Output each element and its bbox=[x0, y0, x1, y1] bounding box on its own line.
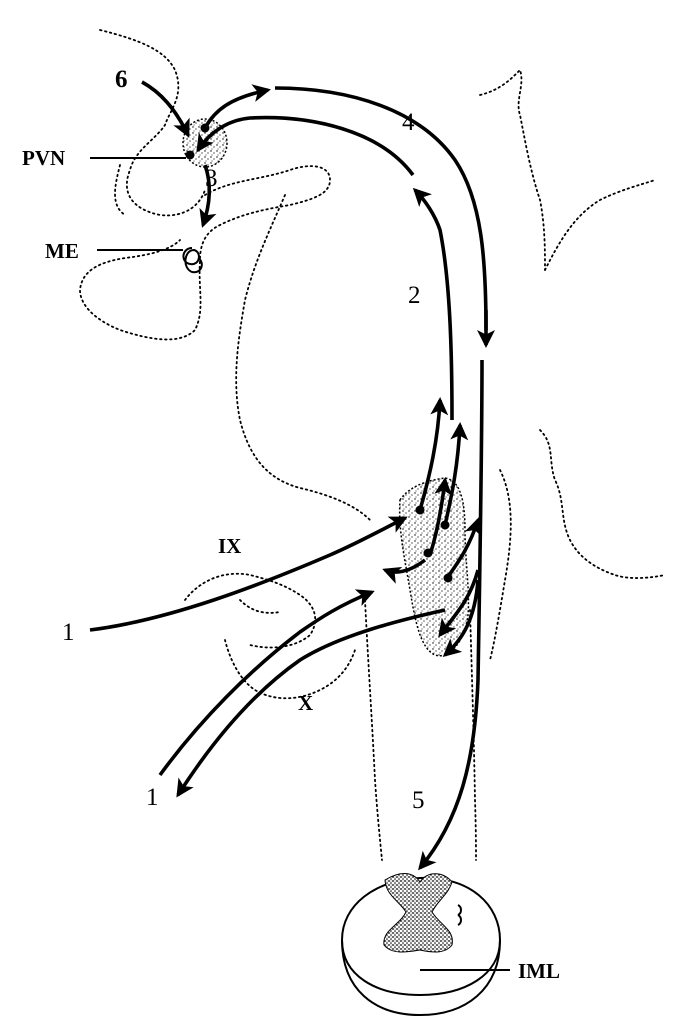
cell-bodies bbox=[185, 123, 453, 583]
pvn-cell bbox=[185, 150, 195, 160]
nts-cell-1 bbox=[415, 505, 425, 515]
label-num-1-upper: 1 bbox=[62, 619, 75, 646]
iml-gray-matter bbox=[383, 873, 453, 953]
label-num-6: 6 bbox=[115, 66, 128, 93]
nuclei bbox=[182, 118, 502, 1017]
pathway-1-ix bbox=[89, 516, 408, 632]
pathway-3 bbox=[199, 164, 217, 228]
label-iml: IML bbox=[518, 959, 560, 983]
label-num-5: 5 bbox=[412, 787, 425, 814]
nts-nucleus bbox=[398, 477, 470, 657]
label-ix: IX bbox=[218, 534, 241, 558]
brain-outline bbox=[79, 29, 666, 861]
label-num-2: 2 bbox=[408, 282, 421, 309]
nts-cell-2 bbox=[440, 520, 450, 530]
label-x: X bbox=[298, 691, 313, 715]
pathway-2-return bbox=[196, 115, 415, 177]
pathways bbox=[89, 80, 495, 871]
pathway-1-x-afferent bbox=[158, 589, 375, 777]
spinal-cord-section bbox=[340, 876, 502, 997]
me-coil bbox=[182, 247, 203, 274]
pvn-cell-upper bbox=[200, 123, 210, 133]
pathway-5 bbox=[418, 359, 484, 871]
pathway-2-lower bbox=[412, 187, 454, 421]
label-num-4: 4 bbox=[402, 109, 415, 136]
labels: PVN ME IML IX X 1 1 2 3 4 5 6 bbox=[22, 66, 560, 983]
leader-lines bbox=[90, 157, 510, 971]
label-pvn: PVN bbox=[22, 146, 65, 170]
nts-cell-3 bbox=[423, 548, 433, 558]
label-num-3: 3 bbox=[205, 165, 218, 192]
pathway-1-x-efferent bbox=[176, 608, 446, 798]
pathway-4-upper bbox=[203, 84, 271, 129]
pathway-6 bbox=[141, 80, 190, 138]
label-num-1-lower: 1 bbox=[146, 784, 159, 811]
pathway-4-arc bbox=[274, 86, 488, 331]
label-me: ME bbox=[45, 239, 79, 263]
nts-cell-4 bbox=[443, 573, 453, 583]
